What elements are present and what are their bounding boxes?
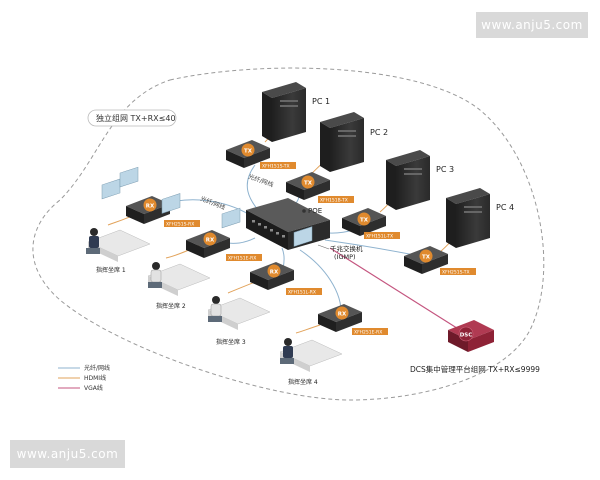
watermark-top: www.anju5.com: [476, 12, 588, 38]
rx-box-4: RX XFH251E-RX: [318, 304, 388, 336]
dcs-management-box: DSC: [448, 320, 494, 352]
poe-label: POE: [308, 207, 322, 215]
rx-model-4: XFH251E-RX: [354, 330, 382, 336]
watermark-bottom: www.anju5.com: [10, 440, 125, 468]
rx-badge-3: RX: [270, 270, 279, 276]
pc-4-label: PC 4: [496, 203, 514, 212]
tx-box-4: TX XFH251S-TX: [404, 246, 476, 276]
tx-badge-2: TX: [304, 181, 313, 187]
rx-badge-4: RX: [338, 312, 347, 318]
switch-label-line2: (IGMP): [334, 253, 356, 261]
rx-model-1: XFH251S-RX: [166, 222, 194, 228]
tx-model-1: XFH151S-TX: [262, 164, 290, 170]
rx-box-1: RX XFH251S-RX: [126, 196, 200, 228]
dcs-badge: DSC: [460, 333, 473, 339]
pc-3-label: PC 3: [436, 165, 454, 174]
pc-3-tower: [386, 150, 430, 210]
switch-label-pointer: [317, 244, 330, 250]
rx-model-3: XFH151L-RX: [288, 290, 316, 296]
tx-badge-4: TX: [422, 255, 431, 261]
legend-hdmi: HDMI线: [84, 374, 106, 382]
tx-model-4: XFH251S-TX: [442, 270, 470, 276]
seat-3-workstation: [207, 207, 271, 330]
fiber-label-1: 光纤/网线: [247, 172, 274, 188]
rx-box-3: RX XFH151L-RX: [250, 262, 322, 296]
pc-1-tower: [262, 82, 306, 142]
tx-box-1: TX XFH151S-TX: [226, 140, 296, 170]
seat-4-workstation: [279, 226, 343, 372]
group-boundary: [32, 67, 545, 401]
group-label: 独立组网 TX+RX≤40: [96, 113, 176, 123]
seat-2-workstation: [147, 193, 211, 296]
tx-badge-3: TX: [360, 218, 369, 224]
tx-model-3: XFH151L-TX: [366, 234, 393, 240]
pc-4-tower: [446, 188, 490, 248]
legend-vga: VGA线: [84, 384, 103, 392]
dcs-label: DCS集中管理平台组网 TX+RX≤9999: [410, 364, 540, 374]
group-label-pill: [87, 109, 177, 127]
legend: 光纤/网线 HDMI线 VGA线: [58, 364, 110, 392]
tx-model-2: XFH151B-TX: [320, 198, 348, 204]
pc-2-tower: [320, 112, 364, 172]
rx-badge-2: RX: [206, 238, 215, 244]
switch-label-line1: 千兆交换机: [330, 244, 363, 253]
legend-fiber: 光纤/网线: [84, 364, 110, 372]
seat-3-label: 指挥坐席 3: [216, 338, 246, 346]
rx-model-2: XFH151E-RX: [228, 256, 256, 262]
tx-box-3: TX XFH151L-TX: [342, 208, 400, 240]
rx-badge-1: RX: [146, 204, 155, 210]
gigabit-switch: [246, 198, 330, 250]
rx-box-2: RX XFH151E-RX: [186, 230, 262, 262]
seat-2-label: 指挥坐席 2: [156, 302, 186, 310]
seat-4-label: 指挥坐席 4: [288, 378, 318, 386]
poe-marker: [302, 209, 306, 213]
seat-1-label: 指挥坐席 1: [96, 266, 126, 274]
tx-badge-1: TX: [244, 149, 253, 155]
pc-1-label: PC 1: [312, 97, 330, 106]
tx-box-2: TX XFH151B-TX: [286, 172, 354, 204]
seat-1-workstation: [86, 166, 151, 262]
vga-cable: [329, 247, 461, 331]
pc-2-label: PC 2: [370, 128, 388, 137]
fiber-label-2: 光纤/网线: [199, 194, 226, 211]
